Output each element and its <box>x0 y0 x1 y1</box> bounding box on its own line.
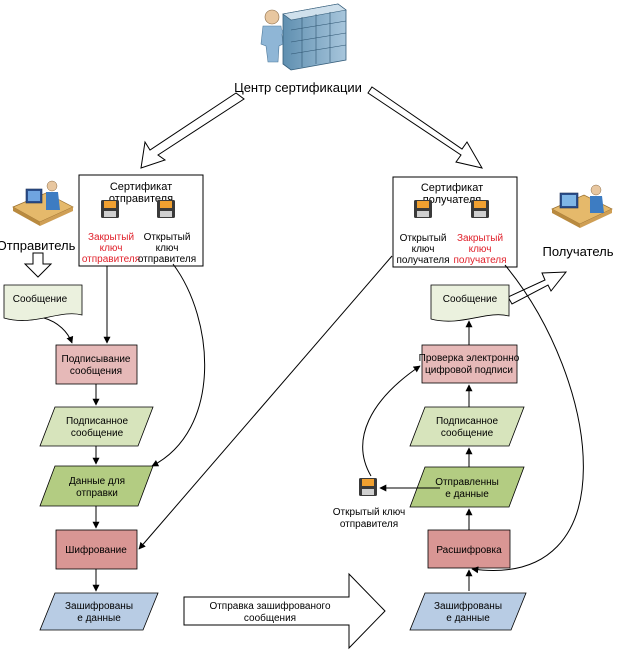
transfer-label-1: Отправка зашифрованого <box>209 600 331 612</box>
right-sent-data-label-1: Отправленны <box>435 477 499 488</box>
receiver-public-key-1: Открытый <box>400 233 447 244</box>
left-encrypted-label-2: е данные <box>77 613 121 624</box>
right-connectors <box>362 264 584 591</box>
cert-receiver-title-2: получателя <box>423 194 481 206</box>
left-sign-label-2: сообщения <box>70 365 122 377</box>
floppy-disk-key-icon <box>101 200 119 218</box>
right-encrypted-data: Зашифрованы е данные <box>409 592 527 631</box>
transfer-arrow: Отправка зашифрованого сообщения <box>183 572 386 650</box>
right-verify-label-1: Проверка электронно <box>419 353 520 364</box>
right-signed-label-2: сообщение <box>441 427 494 439</box>
left-connectors <box>43 255 393 592</box>
receiver-private-key-1: Закрытый <box>457 233 503 244</box>
receiver-public-key-3: получателя <box>396 255 449 266</box>
arrow-sender-down <box>23 252 53 278</box>
right-verify-label-2: цифровой подписи <box>425 364 513 376</box>
floppy-disk-key-icon <box>414 200 432 218</box>
sender-public-key-1: Открытый <box>144 232 191 243</box>
right-decrypt-label: Расшифровка <box>436 544 502 556</box>
cert-sender-box: Сертификат отправителя <box>78 174 204 267</box>
sender-icon <box>12 180 74 226</box>
arrow-center-to-sender-cert <box>140 92 245 169</box>
floppy-disk-key-icon <box>471 200 489 218</box>
left-encrypted-label-1: Зашифрованы <box>65 600 133 612</box>
right-signed-label-1: Подписанное <box>436 416 499 427</box>
right-sender-public-key-1: Открытый ключ <box>333 507 405 518</box>
right-verify-process: Проверка электронно цифровой подписи <box>419 344 520 384</box>
right-signed-data: Подписанное сообщение <box>409 406 525 447</box>
sender-public-key-2: ключ <box>156 243 179 254</box>
cert-receiver-box: Сертификат получателя <box>392 176 518 268</box>
floppy-disk-key-icon <box>359 478 377 496</box>
floppy-disk-key-icon <box>157 200 175 218</box>
transfer-label-2: сообщения <box>244 612 296 624</box>
left-message-label: Сообщение <box>13 293 68 305</box>
left-send-data-label-1: Данные для <box>69 476 125 487</box>
left-signed-data: Подписанное сообщение <box>39 406 154 447</box>
right-message-doc: Сообщение <box>430 284 510 322</box>
left-encrypt-process: Шифрование <box>55 529 138 570</box>
sender-private-key-3: отправителя <box>82 254 140 265</box>
right-decrypt-process: Расшифровка <box>427 529 511 569</box>
cert-receiver-title-1: Сертификат <box>421 182 483 194</box>
arrow-to-receiver <box>507 271 568 305</box>
left-send-data-label-2: отправки <box>76 488 118 499</box>
right-encrypted-label-1: Зашифрованы <box>434 600 502 612</box>
right-message-label: Сообщение <box>443 293 498 305</box>
left-message-doc: Сообщение <box>3 284 83 321</box>
receiver-label: Получатель <box>542 244 613 259</box>
receiver-icon <box>551 184 613 228</box>
left-signed-label-1: Подписанное <box>66 416 129 427</box>
right-sent-data-label-2: е данные <box>445 489 489 500</box>
left-sign-label-1: Подписывание <box>62 354 131 365</box>
sender-private-key-1: Закрытый <box>88 232 134 243</box>
sender-public-key-3: отправителя <box>138 254 196 265</box>
receiver-private-key-3: получателя <box>453 255 506 266</box>
sender-label: Отправитель <box>0 238 76 253</box>
receiver-public-key-2: ключ <box>412 244 435 255</box>
arrow-center-to-receiver-cert <box>367 86 484 169</box>
left-send-data: Данные для отправки <box>39 465 154 507</box>
cert-sender-title-1: Сертификат <box>110 181 172 193</box>
receiver-private-key-2: ключ <box>469 244 492 255</box>
left-signed-label-2: сообщение <box>71 427 124 439</box>
right-sent-data: Отправленны е данные <box>409 466 525 508</box>
cert-center-icon <box>260 3 347 71</box>
left-encrypted-data: Зашифрованы е данные <box>39 592 159 631</box>
cert-center-label: Центр сертификации <box>234 80 362 95</box>
left-sign-process: Подписывание сообщения <box>55 344 138 385</box>
left-encrypt-label: Шифрование <box>65 544 127 556</box>
sender-private-key-2: ключ <box>100 243 123 254</box>
right-sender-public-key-2: отправителя <box>340 519 398 530</box>
right-encrypted-label-2: е данные <box>446 613 490 624</box>
